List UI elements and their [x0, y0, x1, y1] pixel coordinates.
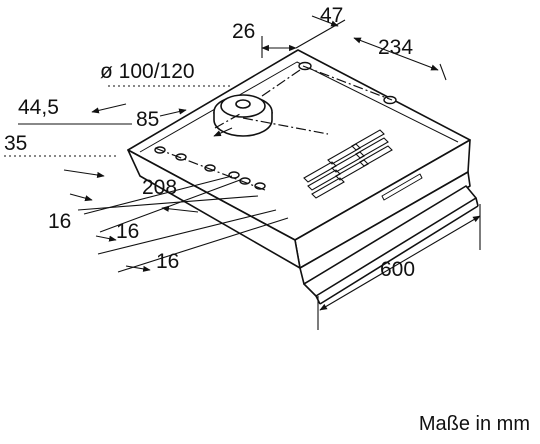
- hood-body: [127, 49, 479, 305]
- units-caption: Maße in mm: [418, 413, 530, 435]
- dim-label-16-third: 16: [156, 250, 179, 273]
- vent-slots: [303, 129, 393, 199]
- dim-label-600: 600: [380, 258, 415, 281]
- dim-label-26: 26: [232, 20, 255, 43]
- center-lines: [154, 65, 393, 191]
- mounting-holes: [154, 61, 397, 190]
- dimension-lines: [4, 15, 481, 330]
- dim-label-16-second: 16: [116, 220, 139, 243]
- dim-label-47: 47: [320, 4, 343, 27]
- dim-label-duct-diameter: ø 100/120: [100, 60, 195, 83]
- dim-label-16-first: 16: [48, 210, 71, 233]
- dim-label-234: 234: [378, 36, 413, 59]
- dim-label-35: 35: [4, 132, 27, 155]
- dim-label-208: 208: [142, 176, 177, 199]
- dim-label-85: 85: [136, 108, 159, 131]
- duct-collar: [213, 94, 273, 137]
- dim-label-44-5: 44,5: [18, 96, 59, 119]
